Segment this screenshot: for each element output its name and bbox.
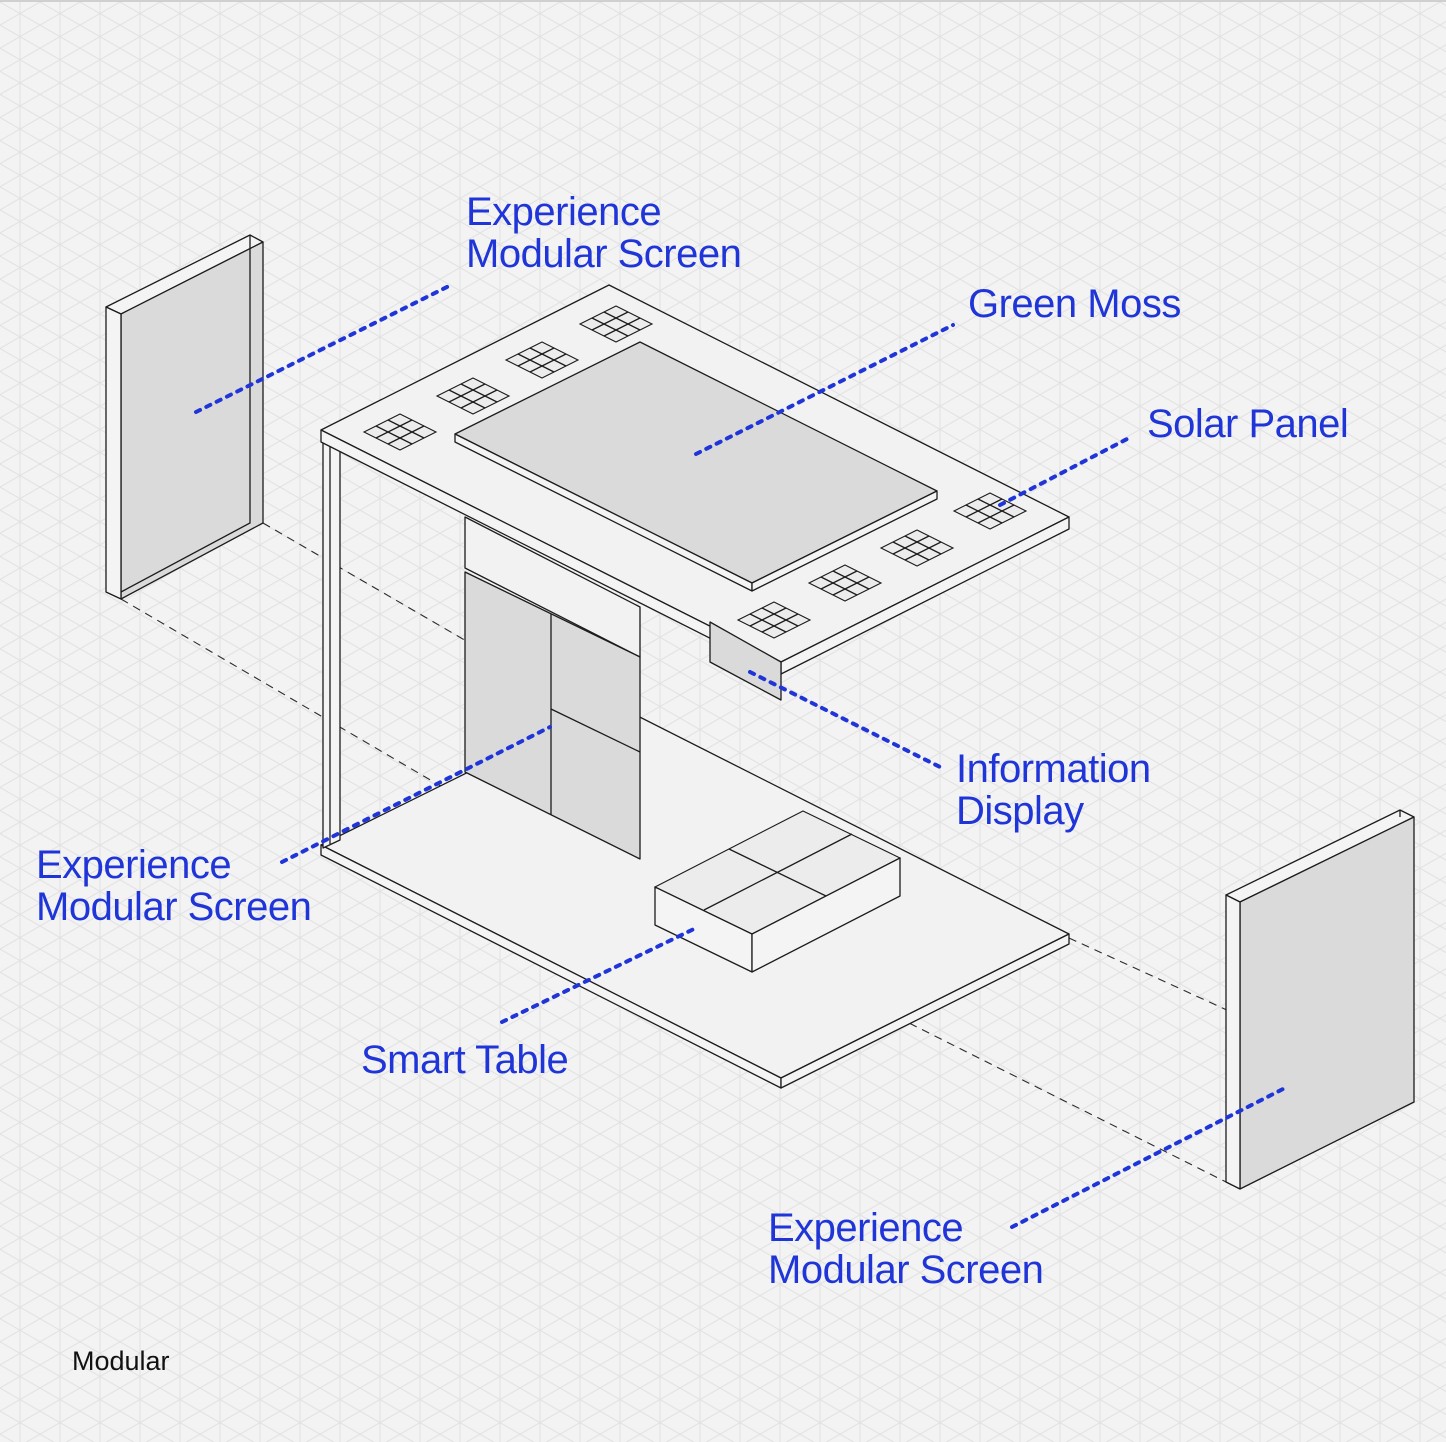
frame-posts [322,441,341,849]
label-line: Modular Screen [36,885,312,929]
solar-cell-gridline [517,353,555,373]
label-information-display: Information Display [956,748,1151,832]
solar-cell-gridline [517,347,555,367]
solar-cell-gridline [603,311,641,331]
solar-cell-gridline [448,389,486,409]
solar-cell-gridline [529,347,567,367]
solar-cell-gridline [820,570,858,590]
solar-cell-gridline [832,570,870,590]
solar-cell-gridline [387,419,425,439]
label-line: Smart Table [361,1038,569,1082]
label-line: Experience [768,1206,964,1250]
label-right-experience-modular-screen: Experience Modular Screen [768,1206,1044,1292]
solar-cell-gridline [820,576,858,596]
leader-solar-panel [998,437,1129,507]
solar-cell-gridline [904,535,942,555]
label-line: Information [956,747,1151,791]
solar-cell-gridline [904,541,942,561]
solar-cell-gridline [460,383,498,403]
solar-cell-gridline [749,607,787,627]
solar-cell-gridline [761,613,799,633]
solar-cell-gridline [460,389,498,409]
caption-modular: Modular [72,1346,170,1376]
label-line: Modular Screen [768,1248,1044,1292]
solar-cell-gridline [749,613,787,633]
solar-cell-gridline [892,541,930,561]
solar-cell-gridline [977,498,1015,518]
label-solar-panel: Solar Panel [1147,402,1349,446]
solar-cell-gridline [591,311,629,331]
assembly-guide-lines [120,522,1241,1190]
solar-cell-gridline [591,317,629,337]
label-leader-lines [194,282,1285,1229]
leader-right-screen [1010,1087,1285,1229]
solar-cell-gridline [375,419,413,439]
solar-cell-gridline [832,576,870,596]
solar-cell-gridline [977,504,1015,524]
label-line: Display [956,789,1084,833]
roof-canopy [320,284,1070,675]
leader-left-screen [280,725,552,864]
smart-table-block [653,810,902,973]
solar-cell-gridline [892,535,930,555]
label-line: Solar Panel [1147,402,1349,446]
label-left-experience-modular-screen: Experience Modular Screen [36,843,312,929]
label-smart-table: Smart Table [361,1038,569,1082]
solar-panel-cells [362,305,1028,639]
label-green-moss: Green Moss [968,283,1181,325]
leader-smart-table [500,925,700,1024]
label-line: Experience [36,843,232,887]
solar-cell-gridline [761,607,799,627]
back-modular-screen [464,516,641,860]
solar-cell-gridline [448,383,486,403]
label-line: Green Moss [968,282,1181,326]
label-line: Modular Screen [466,232,742,276]
leader-green-moss [694,323,955,456]
leader-top-screen [194,282,455,414]
label-line: Experience [466,190,662,234]
label-top-experience-modular-screen: Experience Modular Screen [466,190,742,276]
solar-cell-gridline [965,498,1003,518]
solar-cell-gridline [603,317,641,337]
solar-cell-gridline [387,425,425,445]
solar-cell-gridline [375,425,413,445]
solar-cell-gridline [529,353,567,373]
leader-information-display [748,670,942,769]
left-modular-screen [105,234,264,600]
solar-cell-gridline [965,504,1003,524]
